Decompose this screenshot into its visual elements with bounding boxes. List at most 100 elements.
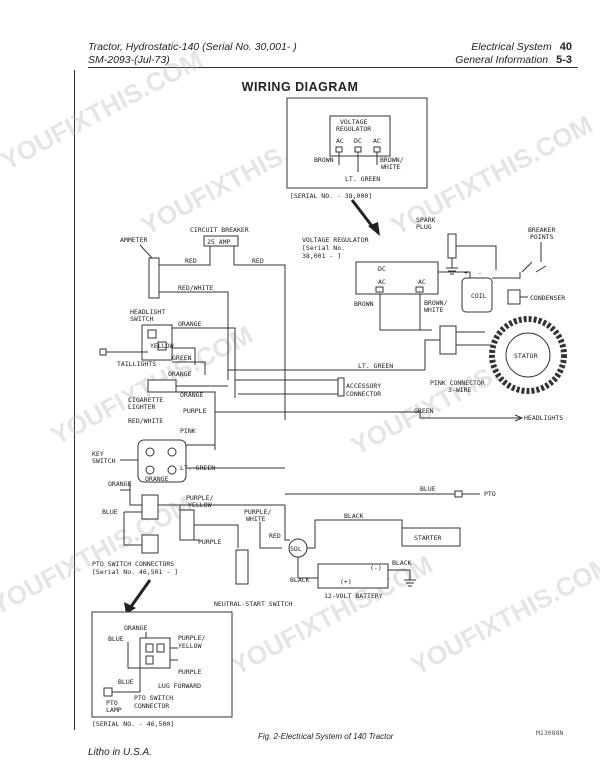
- inset-pto-lamp: [103, 687, 113, 697]
- inset-term-ac1: AC: [336, 137, 344, 145]
- spark-plug: [447, 233, 457, 259]
- wire-red-white-2: RED/WHITE: [128, 417, 163, 425]
- circuit-breaker-label: CIRCUIT BREAKER: [190, 226, 249, 234]
- coil-minus: -: [478, 269, 482, 277]
- wire-red-1: RED: [185, 257, 197, 265]
- vr-term-ac1: AC: [378, 278, 386, 286]
- breaker-points-label-2: POINTS: [530, 233, 554, 241]
- vr-term-ac2: AC: [418, 278, 426, 286]
- pto-switch-connector-c: [179, 509, 195, 541]
- inset-wire-brown-white-1: BROWN/: [380, 156, 404, 164]
- wire-blue-2: BLUE: [102, 508, 118, 516]
- inset-lug-forward: LUG FORWARD: [158, 682, 201, 690]
- inset-pto-switch-label-1: PTO SWITCH: [134, 694, 173, 702]
- neutral-start-switch: [235, 549, 249, 585]
- inset-wire-orange: ORANGE: [124, 624, 148, 632]
- neutral-start-switch-label: NEUTRAL-START SWITCH: [214, 600, 292, 608]
- inset-serial-note: [SERIAL NO. - 38,000]: [290, 192, 372, 200]
- inset-wire-brown: BROWN: [314, 156, 334, 164]
- inset-bottom-serial-note: [SERIAL NO. - 46,500]: [92, 720, 174, 728]
- coil-plus: +: [464, 269, 468, 277]
- wire-red-white: RED/WHITE: [178, 284, 213, 292]
- header-page-section: 40: [559, 41, 572, 53]
- wire-orange-3: ORANGE: [180, 391, 204, 399]
- battery-label: 12-VOLT BATTERY: [324, 592, 383, 600]
- header-subsection-title: General Information: [455, 54, 549, 66]
- vr-label: VOLTAGE REGULATOR: [302, 236, 369, 244]
- cigarette-lighter: [147, 379, 177, 393]
- inset-regulator-label-2: REGULATOR: [336, 125, 371, 133]
- condenser-label: CONDENSER: [530, 294, 565, 302]
- headlights-label: HEADLIGHTS: [524, 414, 563, 422]
- header-manual-code: SM-2093-(Jul-73): [88, 54, 170, 66]
- breaker-points-label-1: BREAKER: [528, 226, 555, 234]
- figure-caption: Fig. 2-Electrical System of 140 Tractor: [258, 732, 394, 741]
- pto-switch-connector-b: [141, 534, 159, 554]
- inset-wire-lt-green: LT. GREEN: [345, 175, 380, 183]
- wire-purple-yellow-1: PURPLE/: [186, 494, 213, 502]
- wire-black-1: BLACK: [344, 512, 364, 520]
- header-rule: [88, 67, 578, 68]
- wire-orange-1: ORANGE: [178, 320, 202, 328]
- inset-pto-lamp-label-1: PTO: [106, 699, 118, 707]
- pink-connector: [439, 325, 457, 355]
- circuit-breaker-rating: 25 AMP: [207, 238, 231, 246]
- wire-orange-2: ORANGE: [168, 370, 192, 378]
- header-page-number: 5-3: [556, 54, 572, 66]
- inset-term-dc: DC: [354, 137, 362, 145]
- cigarette-lighter-label-1: CIGARETTE: [128, 396, 163, 404]
- vr-term-dc: DC: [378, 265, 386, 273]
- inset-pto-switch: [139, 637, 171, 669]
- wire-green-1: GREEN: [172, 354, 192, 362]
- wire-yellow: YELLOW: [150, 342, 174, 350]
- headlight-switch: [141, 324, 173, 361]
- wire-brown-white-2: WHITE: [424, 306, 444, 314]
- key-switch-label-2: SWITCH: [92, 457, 116, 465]
- starter: [401, 527, 461, 547]
- header-section-title: Electrical System: [471, 41, 552, 53]
- pink-connector-label-1: PINK CONNECTOR: [430, 379, 485, 387]
- wire-orange-4: ORANGE: [145, 475, 169, 483]
- stator-label: STATOR: [514, 352, 538, 360]
- battery-pos: (+): [340, 578, 352, 586]
- pto-label: PTO: [484, 490, 496, 498]
- spark-plug-label-1: SPARK: [416, 216, 436, 224]
- inset-regulator-label-1: VOLTAGE: [340, 118, 367, 126]
- wire-green-2: GREEN: [414, 407, 434, 415]
- wire-purple-yellow-2: YELLOW: [188, 501, 212, 509]
- spark-plug-label-2: PLUG: [416, 223, 432, 231]
- accessory-connector-plug: [337, 377, 345, 397]
- wire-purple-2: PURPLE: [198, 538, 222, 546]
- headlight-switch-label-1: HEADLIGHT: [130, 308, 165, 316]
- sol-label: SOL: [290, 545, 302, 553]
- ammeter: [148, 257, 160, 299]
- circuit-breaker: [203, 235, 239, 247]
- inset-wire-purple-yellow-2: YELLOW: [178, 642, 202, 650]
- margin-rule: [74, 70, 75, 730]
- inset-pto-lamp-label-2: LAMP: [106, 706, 122, 714]
- cigarette-lighter-label-2: LIGHTER: [128, 403, 155, 411]
- vr-serial-2: 38,001 - ]: [302, 252, 341, 260]
- wire-red-2: RED: [252, 257, 264, 265]
- coil: [461, 277, 493, 313]
- wire-orange-5: ORANGE: [108, 480, 132, 488]
- inset-wire-blue: BLUE: [108, 635, 124, 643]
- inset-pto-switch-label-2: CONNECTOR: [134, 702, 169, 710]
- pink-connector-label-2: 3-WIRE: [448, 386, 472, 394]
- footer-litho: Litho in U.S.A.: [88, 747, 152, 758]
- taillights-label: TAILLIGHTS: [117, 360, 156, 368]
- headlight-switch-label-2: SWITCH: [130, 315, 154, 323]
- battery: [317, 563, 389, 589]
- inset-wire-purple: PURPLE: [178, 668, 202, 676]
- wire-lt-green-2: LT. GREEN: [180, 464, 215, 472]
- starter-label: STARTER: [414, 534, 441, 542]
- wire-black-3: BLACK: [392, 559, 412, 567]
- inset-term-ac2: AC: [373, 137, 381, 145]
- figure-code: M13088N: [536, 729, 564, 737]
- accessory-connector-label-2: CONNECTOR: [346, 390, 381, 398]
- wire-blue-1: BLUE: [420, 485, 436, 493]
- wire-black-2: BLACK: [290, 576, 310, 584]
- stator: [505, 332, 551, 378]
- wire-lt-green: LT. GREEN: [358, 362, 393, 370]
